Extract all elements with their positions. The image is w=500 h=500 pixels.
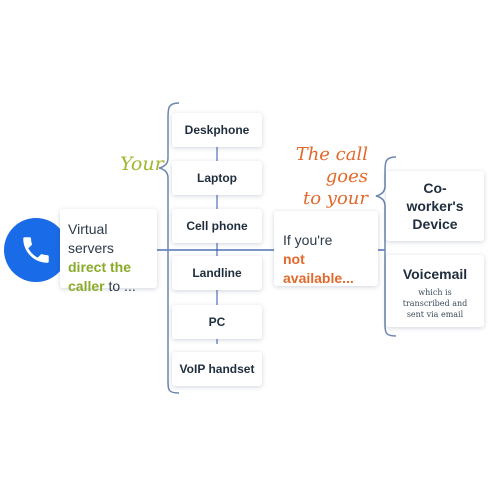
unavailable-text-prefix: If you're — [283, 232, 333, 248]
device-card-cell-phone: Cell phone — [172, 209, 262, 243]
call-goes-label: The call goes to your — [290, 144, 368, 210]
caller-phone-circle — [4, 218, 68, 282]
caller-card: Virtual servers direct the caller to ... — [60, 209, 157, 294]
coworker-device-card: Co-worker's Device — [386, 171, 484, 241]
coworker-device-title: Co-worker's Device — [406, 180, 464, 232]
unavailable-card: If you're not available... — [274, 211, 378, 286]
caller-text-highlight: direct the caller — [68, 259, 132, 294]
voicemail-card: Voicemail which is transcribed and sent … — [386, 255, 484, 327]
your-label: Your — [120, 153, 164, 175]
device-card-voip-handset: VoIP handset — [172, 352, 262, 386]
caller-text-suffix: to ... — [108, 278, 136, 294]
device-card-deskphone: Deskphone — [172, 113, 262, 147]
voicemail-note: which is transcribed and sent via email — [402, 288, 468, 319]
unavailable-text-highlight: not available... — [283, 251, 354, 286]
caller-text-prefix: Virtual servers — [68, 221, 114, 256]
device-bracket — [158, 102, 180, 394]
voicemail-title: Voicemail — [402, 266, 468, 282]
call-label-line3: to your — [303, 188, 368, 209]
device-card-landline: Landline — [172, 256, 262, 290]
device-card-laptop: Laptop — [172, 161, 262, 195]
phone-icon — [23, 237, 49, 263]
call-label-line2: goes — [325, 166, 368, 187]
call-label-line1: The call — [295, 144, 368, 165]
destination-bracket — [375, 156, 397, 337]
device-card-pc: PC — [172, 305, 262, 339]
